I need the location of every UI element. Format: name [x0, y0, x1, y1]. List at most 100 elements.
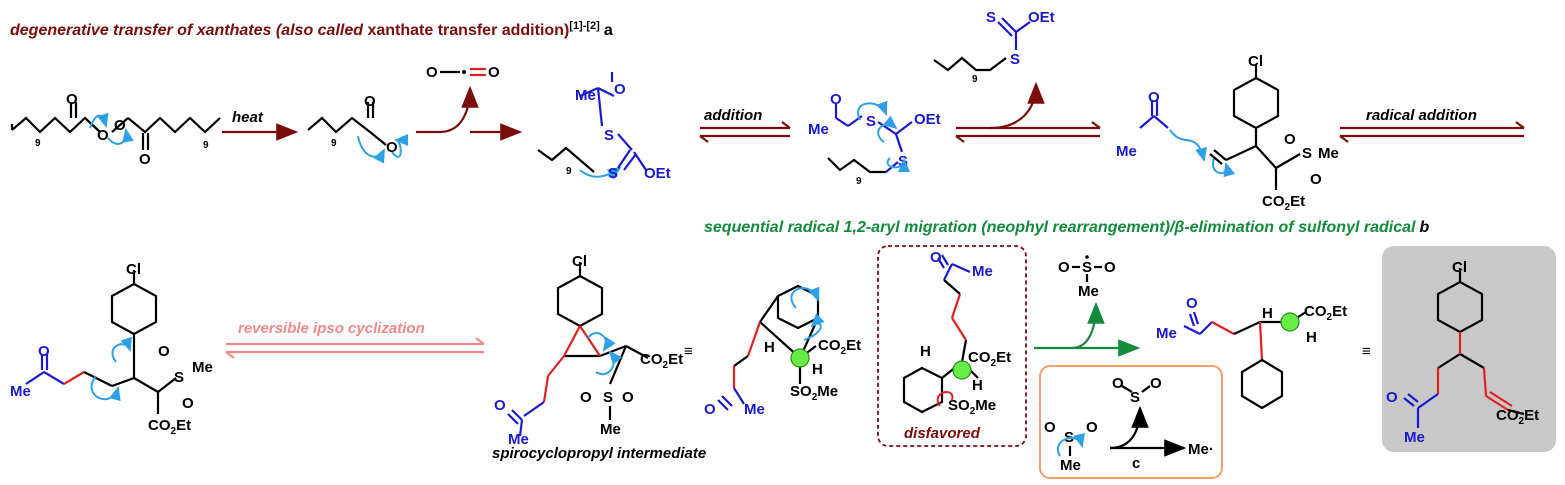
so2me-label: SO2Me: [948, 397, 996, 417]
curved-arrow: [886, 157, 910, 173]
header-b-beta: β: [1173, 219, 1184, 236]
me-label: Me: [1156, 325, 1177, 342]
o-atom: O: [1044, 419, 1056, 436]
s-atom: S: [604, 127, 614, 144]
curved-arrow: [111, 336, 132, 363]
o-atom: O: [704, 401, 716, 418]
vinyl-sulfone-arene: [1209, 64, 1301, 190]
co2et-label: CO2Et: [1262, 193, 1305, 213]
spiro-label: spirocyclopropyl intermediate: [492, 445, 706, 462]
co2-loss-arrow: [416, 85, 479, 134]
o-atom: O: [1112, 375, 1124, 392]
header-b-text2: -elimination of sulfonyl radical: [1184, 219, 1416, 236]
co2et-label: CO2Et: [640, 351, 683, 371]
curved-arrow: [857, 100, 888, 121]
me-label: Me: [600, 421, 621, 438]
o-atom: O: [614, 81, 626, 98]
curved-arrow: [391, 134, 409, 158]
n9-label: 9: [566, 166, 572, 177]
oet-label: OEt: [914, 111, 941, 128]
oet-label: OEt: [1028, 9, 1055, 26]
cl-atom: Cl: [1248, 53, 1263, 70]
c-label: c: [1132, 455, 1140, 472]
o-atom: O: [830, 91, 842, 108]
heat-label: heat: [232, 109, 264, 126]
o-atom: O: [1150, 375, 1162, 392]
radical-addition-label: radical addition: [1366, 107, 1477, 124]
elimination-branch-arrow: [1034, 301, 1105, 350]
o-atom: O: [1284, 131, 1296, 148]
n9-label: 9: [35, 138, 41, 149]
disfavored-box: [877, 245, 1027, 447]
cl-atom: Cl: [126, 261, 141, 278]
n9-label: 9: [856, 176, 862, 187]
h-atom: H: [812, 361, 823, 378]
me-label: Me: [10, 383, 31, 400]
radical-center: [952, 360, 972, 380]
co2et-label: CO2Et: [1496, 407, 1539, 427]
curved-arrow: [1056, 432, 1085, 457]
o-atom: O: [182, 395, 194, 412]
header-a-italic: degenerative transfer of xanthates (also…: [10, 22, 367, 39]
me-label: Me: [1116, 143, 1137, 160]
disfavored-label: disfavored: [904, 425, 981, 442]
phenyl-ring: [1240, 358, 1284, 410]
co2et-label: CO2Et: [968, 349, 1011, 369]
s-atom: S: [1130, 389, 1140, 406]
o-atom: O: [1058, 259, 1070, 276]
me-label: Me: [1318, 145, 1339, 162]
co2et-label: CO2Et: [148, 417, 191, 437]
o-atom: O: [426, 64, 438, 81]
h-atom: H: [1262, 305, 1273, 322]
header-a-refs: [1]-[2]: [569, 20, 600, 32]
me-label: Me: [508, 431, 529, 448]
me-label: Me: [744, 401, 765, 418]
cl-atom: Cl: [1452, 259, 1467, 276]
branch-arrow: [989, 81, 1045, 130]
curved-arrow: [89, 112, 109, 129]
me-label: Me: [972, 263, 993, 280]
so2me-label: SO2Me: [790, 383, 838, 403]
o-atom: O: [38, 343, 50, 360]
o-atom: O: [580, 389, 592, 406]
curved-arrow: [587, 332, 616, 352]
methyl-radical: Me·: [1188, 441, 1214, 458]
o-atom: O: [1086, 419, 1098, 436]
radical-dot: [462, 70, 466, 74]
curved-arrow: [790, 286, 820, 309]
cl-atom: Cl: [572, 253, 587, 270]
o-atom: O: [622, 389, 634, 406]
spiro-intermediate: [556, 262, 649, 385]
header-a-plain: xanthate transfer addition): [367, 22, 569, 39]
equiv-symbol: ≡: [684, 343, 693, 360]
header-a-letter: a: [604, 22, 613, 39]
o-atom: O: [139, 151, 151, 168]
so2-loss-box: [1039, 365, 1223, 479]
curved-arrow: [803, 313, 825, 341]
curved-arrow: [595, 350, 623, 375]
me-label: Me: [1060, 457, 1081, 474]
o-atom: O: [494, 397, 506, 414]
spiro-conformer: [759, 284, 820, 384]
co2et-label: CO2Et: [1304, 303, 1347, 323]
o-atom: O: [1148, 89, 1160, 106]
product-xanthate: [997, 17, 1031, 50]
o-atom: O: [158, 343, 170, 360]
h-atom: H: [1306, 329, 1317, 346]
ipso-label: reversible ipso cyclization: [238, 320, 425, 337]
o-atom: O: [1104, 259, 1116, 276]
curved-arrow: [1169, 129, 1207, 162]
o-atom: O: [1186, 295, 1198, 312]
lauroyl-peroxide: [10, 102, 221, 150]
radical-center: [1280, 312, 1300, 332]
o-atom: O: [364, 93, 376, 110]
header-b: sequential radical 1,2-aryl migration (n…: [704, 219, 1429, 236]
radical-center: [790, 348, 810, 368]
o-atom: O: [930, 249, 942, 266]
s-atom: S: [1302, 145, 1312, 162]
h-atom: H: [972, 377, 983, 394]
s-atom: S: [866, 113, 876, 130]
o-atom: O: [66, 91, 78, 108]
addition-label: addition: [704, 107, 762, 124]
